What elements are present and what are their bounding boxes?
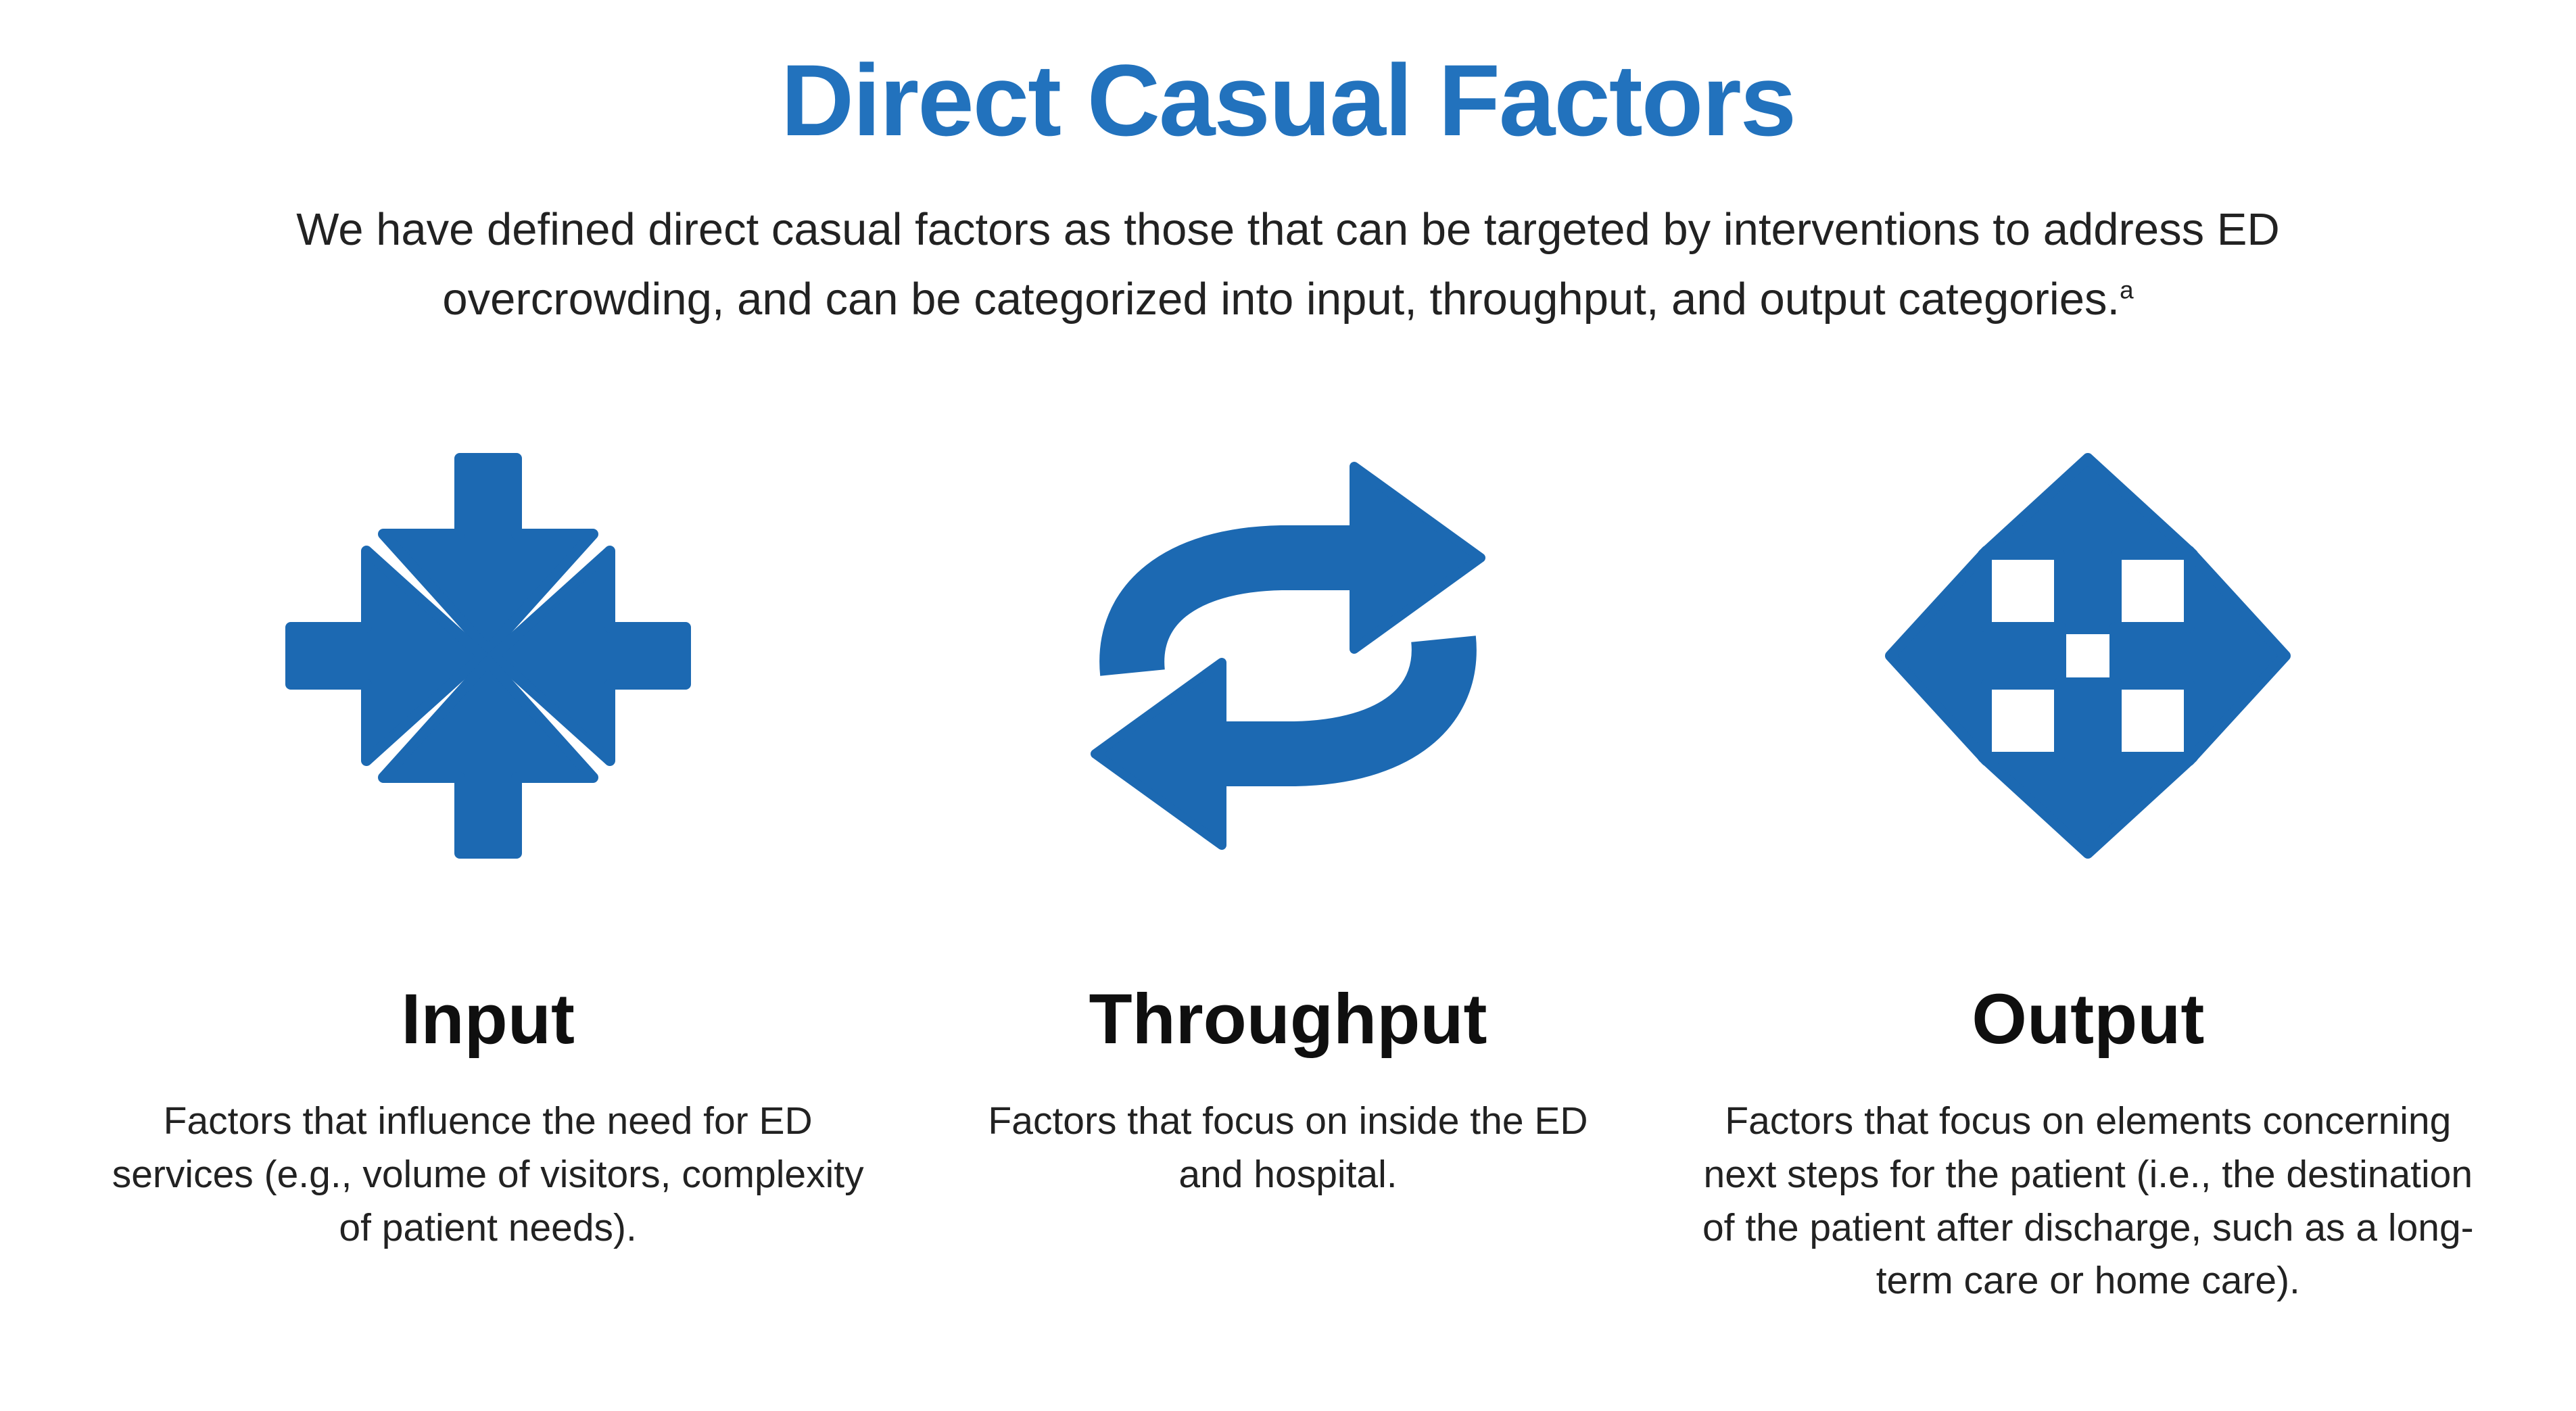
column-input: Input Factors that influence the need fo… bbox=[88, 446, 888, 1308]
heading-throughput: Throughput bbox=[1089, 980, 1487, 1059]
description-input: Factors that influence the need for ED s… bbox=[112, 1099, 864, 1249]
throughput-icon-wrap bbox=[1078, 446, 1498, 865]
output-icon-wrap bbox=[1878, 446, 2297, 865]
expand-arrows-icon bbox=[1885, 453, 2291, 859]
column-output: Output Factors that focus on elements co… bbox=[1688, 446, 2488, 1308]
page-title: Direct Casual Factors bbox=[780, 43, 1796, 157]
footnote-marker: a bbox=[2120, 277, 2134, 305]
page-subtitle: We have defined direct casual factors as… bbox=[189, 195, 2387, 335]
heading-output: Output bbox=[1972, 980, 2205, 1059]
description-throughput: Factors that focus on inside the ED and … bbox=[988, 1099, 1588, 1196]
input-icon-wrap bbox=[279, 446, 698, 865]
cycle-arrows-icon bbox=[1090, 462, 1485, 851]
converge-arrows-icon bbox=[285, 453, 691, 859]
description-output: Factors that focus on elements concernin… bbox=[1702, 1099, 2474, 1303]
column-throughput: Throughput Factors that focus on inside … bbox=[888, 446, 1688, 1308]
subtitle-text: We have defined direct casual factors as… bbox=[296, 204, 2280, 325]
factor-columns: Input Factors that influence the need fo… bbox=[0, 446, 2576, 1308]
heading-input: Input bbox=[401, 980, 575, 1059]
